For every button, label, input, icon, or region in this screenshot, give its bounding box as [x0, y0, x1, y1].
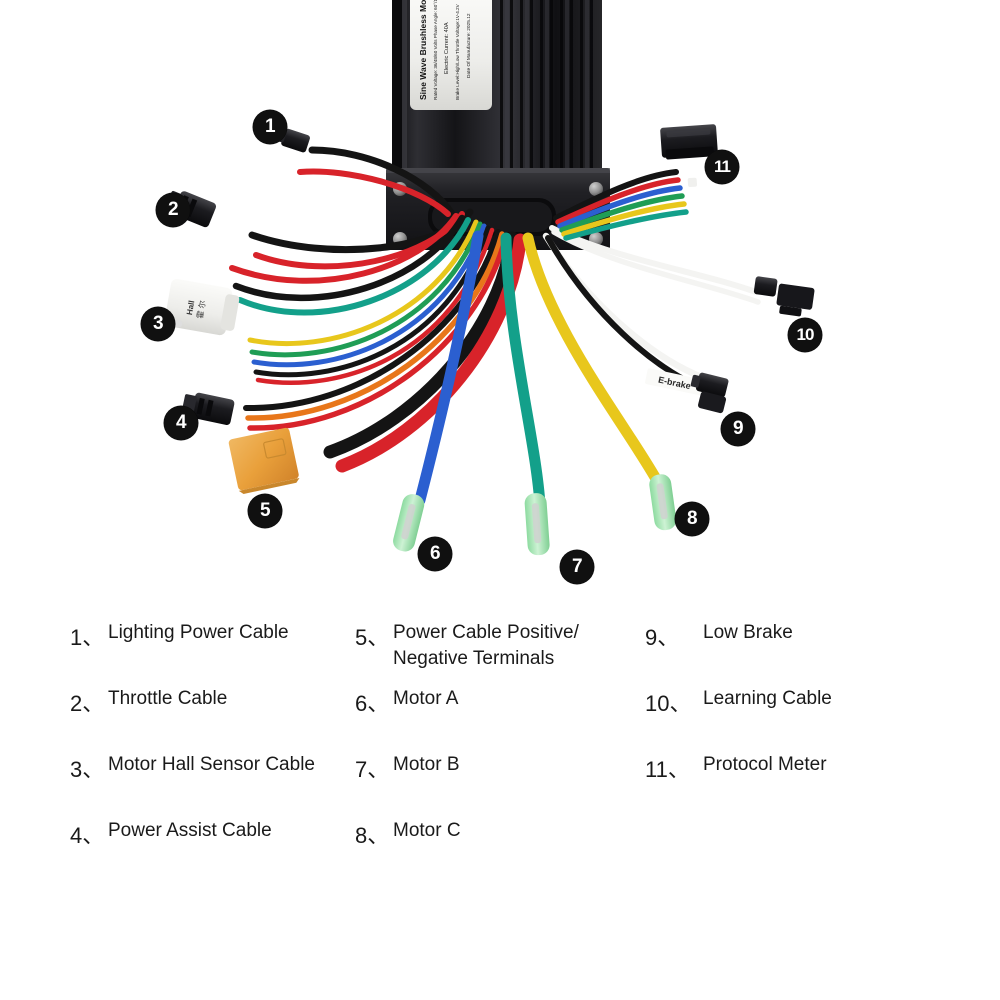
legend-item-5: 5、 Power Cable Positive/ Negative Termin… — [355, 620, 645, 686]
legend-column-2: 5、 Power Cable Positive/ Negative Termin… — [355, 620, 645, 884]
legend-item-1: 1、 Lighting Power Cable — [70, 620, 360, 686]
legend-item-4: 4、 Power Assist Cable — [70, 818, 360, 884]
callout-badge-8[interactable]: 8 — [675, 502, 709, 536]
callout-badge-2[interactable]: 2 — [156, 193, 190, 227]
svg-text:Brake Level:High/Low Th: Brake Level:High/Low Throttle Voltage:1V… — [455, 3, 460, 100]
spec-label: Sine Wave Brushless Motor Controller Rat… — [410, 0, 492, 110]
legend-label-9: Low Brake — [703, 622, 793, 643]
wire-harness — [229, 146, 761, 511]
svg-text:霍 尔: 霍 尔 — [194, 300, 207, 320]
legend-item-6: 6、 Motor A — [355, 686, 645, 752]
legend-item-3: 3、 Motor Hall Sensor Cable — [70, 752, 360, 818]
legend-number-2: 2、 — [70, 691, 105, 716]
legend-column-1: 1、 Lighting Power Cable 2、 Throttle Cabl… — [70, 620, 360, 884]
legend-number-11: 11、 — [645, 757, 690, 782]
legend-number-8: 8、 — [355, 823, 390, 848]
callout-badge-9[interactable]: 9 — [721, 412, 755, 446]
callout-badge-4[interactable]: 4 — [164, 406, 198, 440]
product-photo: Sine Wave Brushless Motor Controller Rat… — [141, 0, 822, 584]
legend-label-5: Power Cable Positive/ Negative Terminals — [393, 622, 579, 670]
legend-label-7: Motor B — [393, 754, 460, 775]
motor-b-wire — [500, 232, 546, 511]
connector-xt60-power — [228, 427, 300, 494]
legend-label-4: Power Assist Cable — [108, 820, 272, 841]
legend-number-6: 6、 — [355, 691, 390, 716]
legend-number-3: 3、 — [70, 757, 105, 782]
connector-hall-sensor: Hall 霍 尔 — [164, 278, 240, 336]
legend-label-11: Protocol Meter — [703, 754, 827, 775]
callout-badge-11[interactable]: 11 — [705, 150, 739, 184]
svg-text:Rated Voltage: 36/48/60 Volts: Rated Voltage: 36/48/60 Volts Phase Angl… — [433, 0, 438, 100]
callout-badge-6[interactable]: 6 — [418, 537, 452, 571]
screw — [589, 182, 603, 196]
legend-item-10: 10、 Learning Cable — [645, 686, 945, 752]
connector-low-brake — [690, 372, 729, 414]
hall-connector-tag: Hall — [185, 300, 196, 316]
legend-label-1: Lighting Power Cable — [108, 622, 289, 643]
legend-label-2: Throttle Cable — [108, 688, 228, 709]
e-brake-label-tag: E-brake — [645, 368, 705, 396]
legend-item-7: 7、 Motor B — [355, 752, 645, 818]
svg-text:Electric Current: 40A: Electric Current: 40A — [444, 22, 450, 74]
legend-number-5: 5、 — [355, 625, 390, 650]
legend-item-11: 11、 Protocol Meter — [645, 752, 945, 818]
legend-column-3: 9、 Low Brake 10、 Learning Cable 11、 Prot… — [645, 620, 945, 818]
bullet-connector-motor-a — [393, 494, 425, 552]
legend-label-3: Motor Hall Sensor Cable — [108, 754, 315, 775]
callout-badge-7[interactable]: 7 — [560, 550, 594, 584]
callout-badge-3[interactable]: 3 — [141, 307, 175, 341]
connector-protocol-meter — [660, 124, 718, 188]
callout-badge-5[interactable]: 5 — [248, 494, 282, 528]
legend-label-10: Learning Cable — [703, 688, 832, 709]
legend-item-8: 8、 Motor C — [355, 818, 645, 884]
legend-number-10: 10、 — [645, 691, 692, 716]
legend-label-8: Motor C — [393, 820, 461, 841]
legend-number-7: 7、 — [355, 757, 390, 782]
legend-number-4: 4、 — [70, 823, 105, 848]
callout-badge-10[interactable]: 10 — [788, 318, 822, 352]
connector-learning-cable — [753, 276, 815, 317]
svg-text:Sine Wave Brushless Motor Con: Sine Wave Brushless Motor Controller — [418, 0, 428, 100]
legend-number-9: 9、 — [645, 625, 680, 650]
svg-text:Date Of Manufacture: 2025.12: Date Of Manufacture: 2025.12 — [466, 13, 472, 78]
legend-item-2: 2、 Throttle Cable — [70, 686, 360, 752]
legend: 1、 Lighting Power Cable 2、 Throttle Cabl… — [0, 620, 1000, 1000]
callout-badge-1[interactable]: 1 — [253, 110, 287, 144]
legend-number-1: 1、 — [70, 625, 105, 650]
legend-label-6: Motor A — [393, 688, 459, 709]
legend-item-9: 9、 Low Brake — [645, 620, 945, 686]
bullet-connector-motor-c — [649, 474, 677, 531]
bullet-connector-motor-b — [524, 493, 550, 556]
motor-a-wire — [414, 230, 484, 506]
motor-c-wire — [522, 232, 666, 492]
